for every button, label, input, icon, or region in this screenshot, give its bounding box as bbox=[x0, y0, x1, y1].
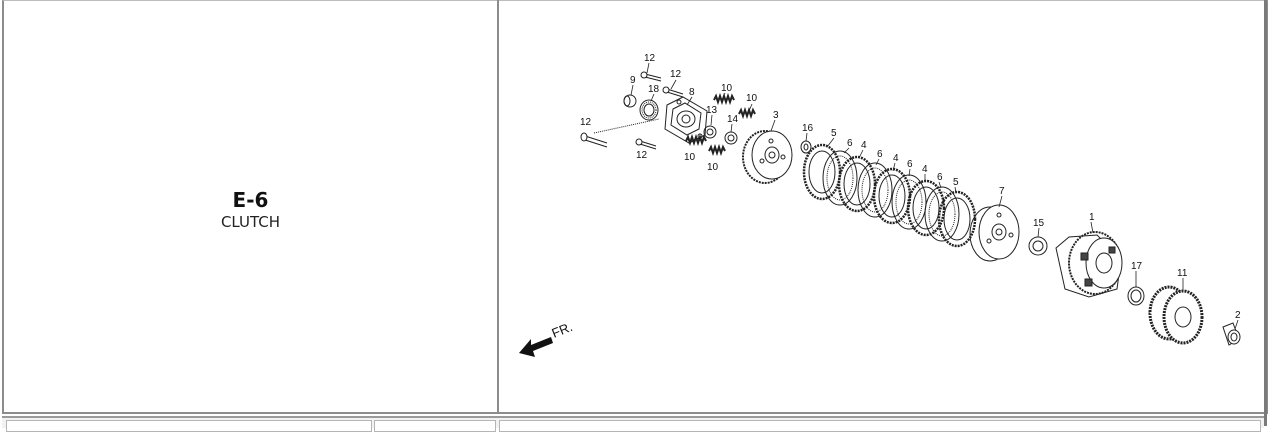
callout-12-mid: 12 bbox=[670, 69, 682, 80]
clutch-parts-diagram: FR. 12 12 9 18 8 10 10 13 14 12 12 10 10… bbox=[499, 1, 1264, 414]
callout-6-d: 6 bbox=[937, 172, 943, 183]
callout-12-top: 12 bbox=[644, 53, 656, 64]
part-5-friction-disc-b bbox=[937, 190, 977, 248]
callout-4-c: 4 bbox=[922, 164, 928, 175]
callout-6-a: 6 bbox=[847, 138, 853, 149]
bottom-table-header bbox=[2, 416, 1264, 432]
part-5-friction-disc-a bbox=[802, 143, 842, 201]
part-14-washer bbox=[724, 131, 738, 145]
part-16-washer bbox=[800, 140, 812, 154]
callout-13: 13 bbox=[706, 105, 718, 116]
callout-14: 14 bbox=[727, 114, 739, 125]
callout-6-c: 6 bbox=[907, 159, 913, 170]
callout-15: 15 bbox=[1033, 218, 1045, 229]
part-17-washer bbox=[1127, 286, 1145, 306]
part-6-clutch-plate-a bbox=[822, 150, 858, 206]
section-title: CLUTCH bbox=[220, 213, 281, 231]
callout-3: 3 bbox=[773, 110, 779, 121]
section-code: E-6 bbox=[232, 188, 269, 212]
callout-4-a: 4 bbox=[861, 140, 867, 151]
page-frame bbox=[2, 0, 1268, 414]
callout-8: 8 bbox=[689, 87, 695, 98]
exploded-view-svg: FR. 12 12 9 18 8 10 10 13 14 12 12 10 10… bbox=[519, 53, 1241, 357]
callout-7: 7 bbox=[999, 186, 1005, 197]
callout-5-b: 5 bbox=[953, 177, 959, 188]
bottom-cell-1 bbox=[6, 420, 372, 432]
callout-1: 1 bbox=[1089, 212, 1095, 223]
callout-10-c: 10 bbox=[684, 152, 696, 163]
part-12-bolt-top bbox=[640, 71, 662, 82]
panel-divider bbox=[497, 0, 499, 414]
bottom-cell-2 bbox=[374, 420, 496, 432]
scrollbar-edge[interactable] bbox=[1264, 0, 1267, 426]
part-15-washer bbox=[1028, 236, 1048, 256]
part-2-bushing bbox=[1222, 322, 1241, 346]
callout-17: 17 bbox=[1131, 261, 1143, 272]
part-10-spring-2 bbox=[738, 106, 756, 120]
part-6-clutch-plate-b bbox=[857, 162, 893, 218]
part-12-bolt-left bbox=[580, 118, 660, 148]
part-3-pressure-plate bbox=[742, 130, 793, 184]
front-direction-label: FR. bbox=[550, 319, 575, 341]
callout-10-d: 10 bbox=[707, 162, 719, 173]
part-10-spring-1 bbox=[713, 92, 735, 106]
part-12-bolt-low bbox=[635, 138, 657, 150]
part-6-clutch-plate-d bbox=[924, 186, 960, 242]
part-11-primary-gear bbox=[1148, 285, 1204, 345]
front-direction-arrow-icon bbox=[519, 337, 553, 357]
callout-12-low: 12 bbox=[636, 150, 648, 161]
callout-10-b: 10 bbox=[746, 93, 758, 104]
part-7-clutch-center bbox=[969, 204, 1020, 262]
part-9-cap bbox=[623, 94, 637, 108]
callout-10-a: 10 bbox=[721, 83, 733, 94]
callout-16: 16 bbox=[802, 123, 814, 134]
callout-18: 18 bbox=[648, 84, 660, 95]
part-4-friction-disc-b bbox=[872, 167, 912, 225]
callout-12-left: 12 bbox=[580, 117, 592, 128]
callout-11: 11 bbox=[1177, 268, 1188, 279]
callout-9: 9 bbox=[630, 75, 636, 86]
part-18-bearing bbox=[639, 99, 659, 121]
part-10-spring-3 bbox=[685, 133, 707, 147]
bottom-cell-3 bbox=[499, 420, 1261, 432]
callout-4-b: 4 bbox=[893, 153, 899, 164]
part-12-bolt-mid bbox=[662, 86, 684, 98]
callout-2: 2 bbox=[1235, 310, 1241, 321]
part-1-clutch-outer bbox=[1055, 231, 1123, 298]
callout-6-b: 6 bbox=[877, 149, 883, 160]
callout-leader-lines bbox=[630, 62, 1239, 330]
part-4-friction-disc-c bbox=[906, 179, 946, 237]
part-13-nut bbox=[703, 125, 717, 139]
part-10-spring-4 bbox=[708, 143, 726, 157]
callout-5-a: 5 bbox=[831, 128, 837, 139]
section-info-panel: E-6 CLUTCH bbox=[4, 0, 497, 414]
